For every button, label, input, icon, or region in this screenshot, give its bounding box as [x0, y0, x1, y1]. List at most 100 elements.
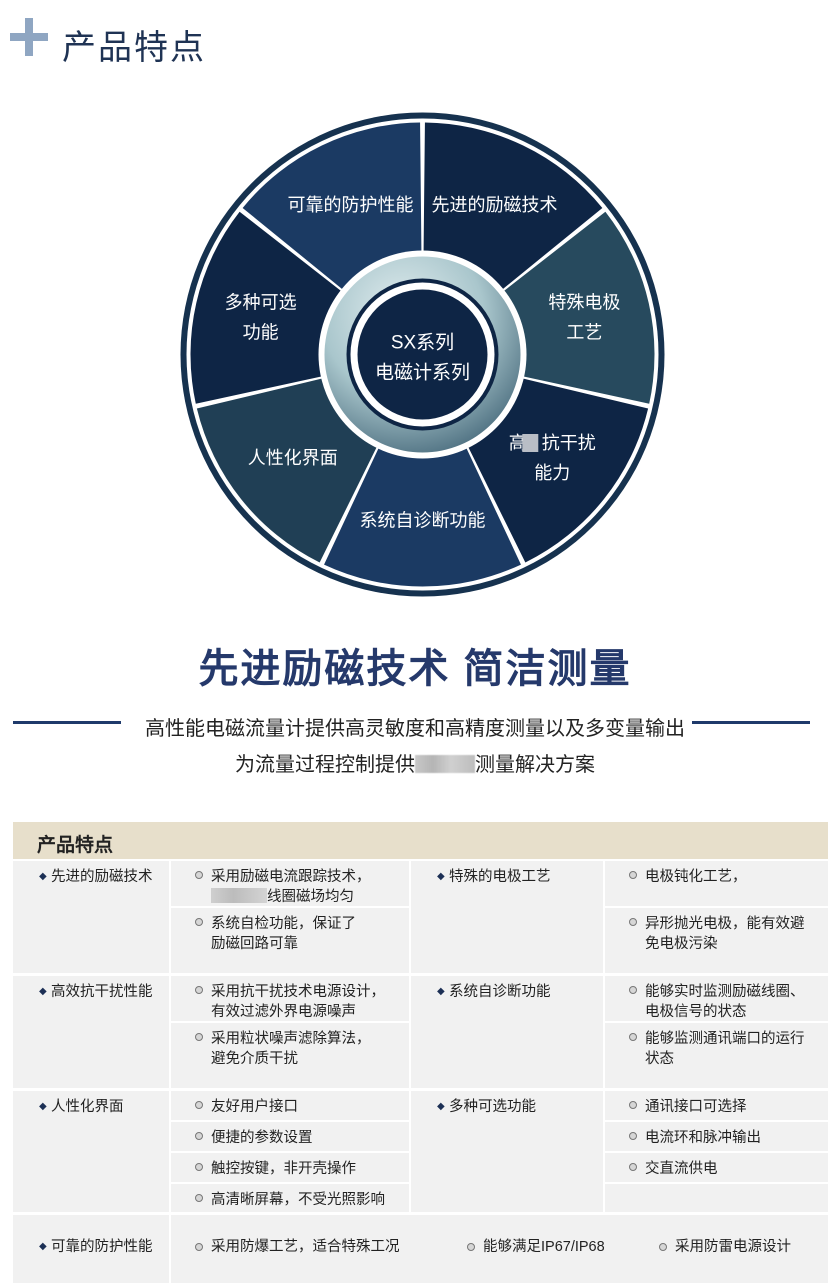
feature-cell: ◆ 可靠的防护性能 [13, 1215, 169, 1283]
sub-item-line: 励磁回路可靠 [211, 936, 298, 952]
wheel-segment-label: 能力 [534, 463, 570, 483]
diamond-bullet-icon: ◆ [437, 986, 445, 997]
sub-item: 便捷的参数设置 [171, 1122, 409, 1151]
feature-cell: ◆ 人性化界面 [13, 1091, 169, 1212]
feature-cell: ◆ 多种可选功能 [411, 1091, 603, 1212]
sub-item: 电流环和脉冲输出 [605, 1122, 828, 1151]
sub-item-line: 免电极污染 [645, 936, 718, 952]
sub-item-line: 电极信号的状态 [645, 1004, 747, 1020]
wheel-segment-label: 特殊电极 [548, 293, 620, 313]
inline-item: 采用防爆工艺，适合特殊工况 [195, 1237, 400, 1257]
sub-item: 采用抗干扰技术电源设计， 有效过滤外界电源噪声 [171, 976, 409, 1021]
feature-cell: ◆ 系统自诊断功能 [411, 976, 603, 1088]
ring-bullet-icon [195, 1243, 203, 1251]
ring-bullet-icon [659, 1243, 667, 1251]
page-title: 产品特点 [62, 29, 206, 67]
wheel-segment [423, 122, 603, 292]
sub-item-line: 便捷的参数设置 [211, 1130, 313, 1146]
sub-item: 通讯接口可选择 [605, 1091, 828, 1120]
redacted-block [211, 888, 267, 903]
sub-item-line: 能够实时监测励磁线圈、 [645, 984, 805, 1000]
ring-bullet-icon [195, 871, 203, 879]
sub-item-line: 异形抛光电极，能有效避 [645, 916, 805, 932]
sub-item-line: 高清晰屏幕，不受光照影响 [211, 1192, 385, 1208]
subline-2-start: 为流量过程控制提供 [235, 754, 415, 776]
feature-cell: ◆ 特殊的电极工艺 [411, 861, 603, 973]
sub-item-line: 避免介质干扰 [211, 1051, 298, 1067]
wheel-segment-label: 高 抗干扰 [509, 433, 596, 453]
ring-bullet-icon [629, 1163, 637, 1171]
sub-item: 异形抛光电极，能有效避 免电极污染 [605, 908, 828, 973]
diamond-bullet-icon: ◆ [39, 1101, 47, 1112]
ring-bullet-icon [629, 986, 637, 994]
ring-bullet-icon [629, 1033, 637, 1041]
wheel-segment [242, 122, 422, 292]
feature-label: 先进的励磁技术 [51, 869, 153, 885]
headline: 先进励磁技术 简洁测量 [198, 647, 632, 691]
diamond-bullet-icon: ◆ [437, 1101, 445, 1112]
ring-bullet-icon [629, 918, 637, 926]
wheel-segment-label: 可靠的防护性能 [287, 195, 413, 215]
wheel-segment [324, 445, 521, 587]
subline-2: 为流量过程控制提供 测量解决方案 [0, 748, 830, 777]
ring-bullet-icon [195, 986, 203, 994]
feature-label: 可靠的防护性能 [51, 1239, 153, 1255]
sub-item: 能够实时监测励磁线圈、 电极信号的状态 [605, 976, 828, 1021]
wheel-segment [196, 377, 379, 563]
sub-item: 系统自检功能，保证了 励磁回路可靠 [171, 908, 409, 973]
ring-bullet-icon [195, 1194, 203, 1202]
sub-item-line: 能够监测通讯端口的运行 [645, 1031, 805, 1047]
hub-center [357, 289, 488, 420]
sub-item-line: 触控按键，非开壳操作 [211, 1161, 356, 1177]
sub-item-line: 电极钝化工艺， [645, 869, 747, 885]
diamond-bullet-icon: ◆ [39, 986, 47, 997]
inline-items-row: 采用防爆工艺，适合特殊工况 能够满足IP67/IP68 采用防雷电源设计 [171, 1215, 828, 1283]
table-title-bar: 产品特点 [13, 822, 828, 859]
feature-cell: ◆ 高效抗干扰性能 [13, 976, 169, 1088]
sub-item-line: 通讯接口可选择 [645, 1099, 747, 1115]
wheel-segment-label: 系统自诊断功能 [360, 511, 486, 531]
subline-2-end: 测量解决方案 [475, 754, 595, 776]
wheel-segment-label: 功能 [243, 323, 279, 343]
sub-item: 高清晰屏幕，不受光照影响 [171, 1184, 409, 1212]
hub-title-line2: 电磁计系列 [375, 362, 470, 384]
wheel-segment [501, 211, 655, 404]
feature-label: 人性化界面 [51, 1099, 124, 1115]
hub-title-line1: SX系列 [391, 332, 454, 354]
diamond-bullet-icon: ◆ [39, 871, 47, 882]
ring-bullet-icon [195, 918, 203, 926]
inline-item: 采用防雷电源设计 [659, 1237, 791, 1257]
ring-bullet-icon [629, 871, 637, 879]
sub-item: 能够监测通讯端口的运行 状态 [605, 1023, 828, 1088]
feature-label: 系统自诊断功能 [449, 984, 551, 1000]
redacted-block [522, 433, 539, 452]
diamond-bullet-icon: ◆ [39, 1241, 47, 1252]
ring-bullet-icon [467, 1243, 475, 1251]
ring-bullet-icon [195, 1101, 203, 1109]
feature-cell: ◆ 先进的励磁技术 [13, 861, 169, 973]
wheel-segment-label: 多种可选 [225, 293, 297, 313]
sub-item-line: 采用励磁电流跟踪技术， [211, 869, 371, 885]
divider-left [13, 721, 121, 724]
sub-item-line: 有效过滤外界电源噪声 [211, 1004, 356, 1020]
sub-item-line: 系统自检功能，保证了 [211, 916, 356, 932]
feature-wheel: 先进的励磁技术特殊电极工艺高 抗干扰能力系统自诊断功能人性化界面多种可选功能可靠… [180, 112, 665, 597]
feature-label: 高效抗干扰性能 [51, 984, 153, 1000]
wheel-segment-label: 先进的励磁技术 [432, 195, 558, 215]
sub-item-line: 电流环和脉冲输出 [645, 1130, 761, 1146]
sub-item: 触控按键，非开壳操作 [171, 1153, 409, 1182]
sub-item: 交直流供电 [605, 1153, 828, 1182]
feature-label: 特殊的电极工艺 [449, 869, 551, 885]
ring-bullet-icon [629, 1101, 637, 1109]
ring-bullet-icon [195, 1163, 203, 1171]
sub-item: 电极钝化工艺， [605, 861, 828, 906]
wheel-segment-label: 人性化界面 [248, 448, 338, 468]
sub-item-line: 线圈磁场均匀 [211, 887, 403, 907]
diamond-bullet-icon: ◆ [437, 871, 445, 882]
sub-item: 友好用户接口 [171, 1091, 409, 1120]
table-title: 产品特点 [37, 835, 114, 856]
wheel-segment [190, 211, 344, 404]
sub-item: 采用励磁电流跟踪技术， 线圈磁场均匀 [171, 861, 409, 906]
sub-item-line: 交直流供电 [645, 1161, 718, 1177]
